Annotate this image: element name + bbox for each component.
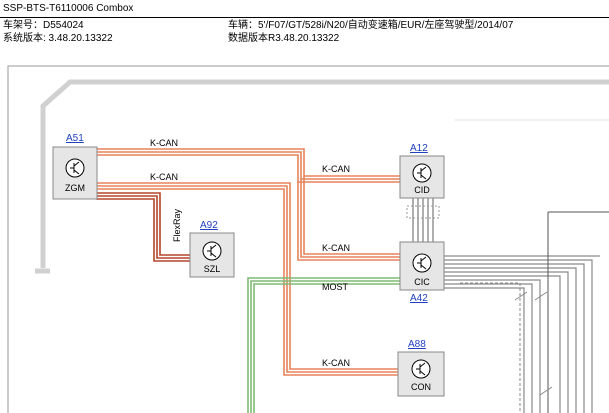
- module-name-cic: CIC: [414, 277, 430, 287]
- module-cid[interactable]: A12 CID: [399, 143, 445, 199]
- module-id-a51[interactable]: A51: [66, 133, 84, 144]
- transistor-icon: [202, 241, 222, 261]
- module-id-a12[interactable]: A12: [410, 143, 428, 154]
- module-name-szl: SZL: [204, 264, 221, 274]
- transistor-icon: [412, 253, 432, 273]
- transistor-icon: [65, 158, 85, 178]
- module-id-a92[interactable]: A92: [200, 220, 218, 231]
- kcan-label-con: K-CAN: [322, 358, 350, 368]
- module-con[interactable]: A88 CON: [397, 339, 445, 397]
- module-id-a42[interactable]: A42: [410, 293, 428, 304]
- module-name-con: CON: [411, 382, 431, 392]
- module-name-cid: CID: [414, 185, 430, 195]
- report-header: SSP-BTS-T6110006 Combox 车架号：D554024 车辆：5…: [0, 0, 609, 46]
- tick-mark-2: [534, 291, 548, 301]
- cid-cic-links: [412, 198, 434, 242]
- module-id-a88[interactable]: A88: [408, 339, 426, 350]
- header-divider: [0, 17, 609, 18]
- vin-label: 车架号：D554024: [3, 20, 84, 31]
- flexray-label: FlexRay: [172, 208, 182, 242]
- module-name-zgm: ZGM: [65, 183, 85, 193]
- cid-cic-dashed-box: [406, 205, 440, 219]
- grey-connector-path: [40, 79, 609, 268]
- diagram-frame: [7, 65, 609, 413]
- tick-mark-1: [514, 291, 528, 301]
- kcan-label-cic: K-CAN: [322, 243, 350, 253]
- report-title: SSP-BTS-T6110006 Combox: [3, 3, 134, 14]
- kcan-label-cid: K-CAN: [322, 164, 350, 174]
- data-version-label: 数据版本R3.48.20.13322: [228, 33, 340, 44]
- module-zgm[interactable]: A51 ZGM: [52, 133, 98, 200]
- transistor-icon: [411, 359, 431, 379]
- wiring-diagram: K-CAN K-CAN K-CAN K-CAN K-CAN MOST FlexR…: [7, 65, 609, 413]
- module-cic-box: [399, 241, 445, 291]
- kcan-label-second: K-CAN: [150, 172, 178, 182]
- flexray-bus-lines: [96, 192, 192, 262]
- kcan-bus-lines: [96, 148, 400, 376]
- module-szl[interactable]: A92 SZL: [189, 220, 235, 278]
- tick-mark-3: [539, 386, 553, 396]
- transistor-icon: [412, 163, 432, 183]
- cic-right-links: [444, 255, 600, 413]
- most-label: MOST: [322, 282, 349, 292]
- module-cic[interactable]: CIC A42: [399, 241, 445, 304]
- dashed-right-line: [460, 282, 521, 413]
- system-version-label: 系统版本: 3.48.20.13322: [3, 33, 113, 44]
- vehicle-label: 车辆：5'/F07/GT/528i/N20/自动变速箱/EUR/左座驾驶型/20…: [228, 20, 514, 31]
- most-bus-lines: [247, 277, 400, 413]
- kcan-label-top: K-CAN: [150, 138, 178, 148]
